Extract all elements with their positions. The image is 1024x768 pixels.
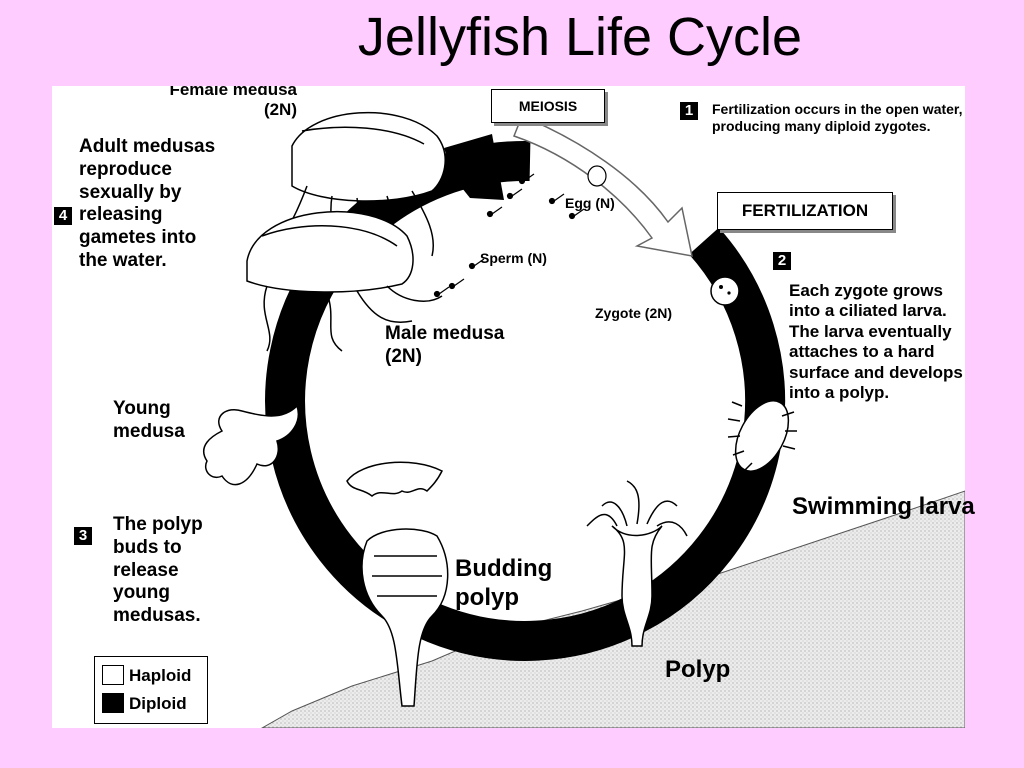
male-medusa-label: Male medusa (2N) [385, 323, 505, 367]
polyp-label: Polyp [665, 656, 731, 683]
meiosis-label: MEIOSIS [491, 89, 605, 123]
haploid-arrow [513, 115, 693, 257]
haploid-swatch [102, 665, 124, 685]
step-3-badge: 3 [74, 527, 92, 545]
life-cycle-artwork [202, 111, 965, 728]
haploid-legend-label: Haploid [129, 666, 192, 685]
swimming-larva-figure [727, 400, 797, 472]
egg-label: Egg (N) [565, 195, 615, 211]
step-2-text: Each zygote grows into a ciliated larva.… [789, 281, 963, 402]
young-medusa-label: Young medusa [113, 398, 185, 442]
step-1-text: Fertilization occurs in the open water, … [712, 101, 963, 134]
male-medusa-figure [246, 210, 443, 355]
step-1-badge: 1 [680, 102, 698, 120]
swimming-larva-label: Swimming larva [792, 493, 975, 520]
budding-polyp-label: Budding polyp [455, 555, 553, 611]
meiosis-arrowhead [444, 134, 504, 200]
diploid-swatch [102, 693, 124, 713]
polyp-figure [586, 480, 688, 647]
step-3-text: The polyp buds to release young medusas. [113, 514, 203, 627]
young-medusa-figure [202, 396, 302, 486]
step-4-badge: 4 [54, 207, 72, 225]
diploid-legend-label: Diploid [129, 694, 187, 713]
fertilization-label: FERTILIZATION [717, 192, 893, 230]
zygote-label: Zygote (2N) [595, 305, 672, 321]
diagram-panel: MEIOSIS FERTILIZATION 1 2 3 4 Fertilizat… [52, 86, 965, 728]
legend-box: Haploid Diploid [94, 656, 208, 724]
budding-polyp-figure [361, 528, 449, 707]
zygote-figure [710, 276, 740, 306]
step-4-text: Adult medusas reproduce sexually by rele… [79, 136, 216, 271]
ephyra-figure [346, 461, 444, 497]
gametes [433, 165, 607, 298]
female-medusa-label: Female medusa (2N) [169, 86, 297, 120]
step-2-badge: 2 [773, 252, 791, 270]
sperm-label: Sperm (N) [480, 250, 547, 266]
page-title: Jellyfish Life Cycle [357, 7, 803, 67]
